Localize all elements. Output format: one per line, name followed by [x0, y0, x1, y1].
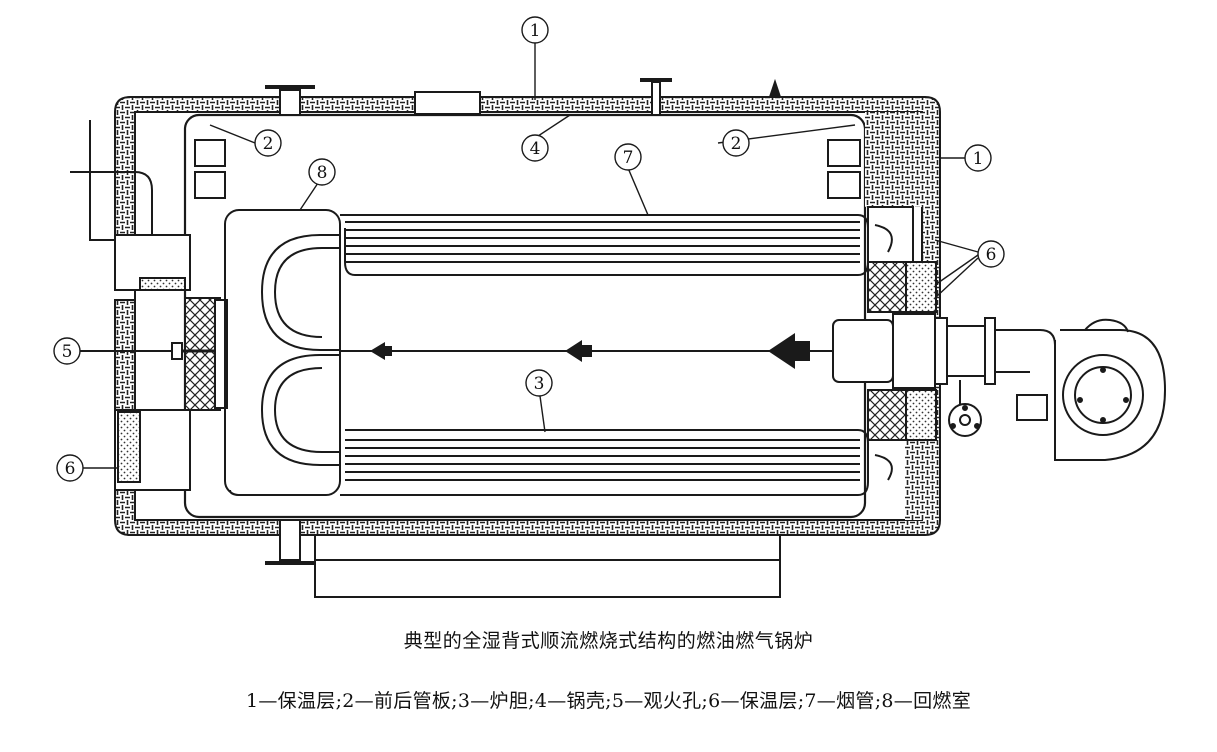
svg-text:3: 3: [534, 374, 545, 394]
callout-2-left: 2: [254, 129, 282, 157]
callout-6-right: 6: [977, 240, 1005, 268]
callout-1-top: 1: [521, 16, 549, 44]
burner-assembly: [832, 313, 1056, 437]
svg-text:8: 8: [317, 163, 328, 183]
upper-return-loop: [260, 234, 340, 351]
callouts: 1 2 4 2 1 8 7 6: [53, 16, 1005, 482]
callout-4: 4: [521, 134, 549, 162]
flow-arrow-large: [768, 333, 810, 369]
burner-fan: [1054, 318, 1167, 461]
svg-text:6: 6: [986, 245, 997, 265]
reversal-chamber: [224, 209, 341, 496]
callout-5: 5: [53, 337, 81, 365]
top-nozzles: [265, 78, 782, 116]
lower-flue-tubes: [340, 429, 869, 496]
right-insulation-band-lower: [905, 440, 935, 520]
lower-return-loop: [260, 354, 340, 466]
callout-leaders: [83, 40, 979, 469]
svg-text:6: 6: [65, 459, 76, 479]
svg-text:1: 1: [973, 149, 984, 169]
callout-2-right: 2: [722, 129, 750, 157]
rear-tube-plate: [827, 139, 861, 199]
figure-legend: 1—保温层;2—前后管板;3—炉胆;4—锅壳;5—观火孔;6—保温层;7—烟管;…: [245, 690, 972, 712]
callout-8: 8: [308, 158, 336, 186]
svg-text:4: 4: [530, 139, 541, 159]
svg-text:2: 2: [263, 134, 274, 154]
figure-title: 典型的全湿背式顺流燃烧式结构的燃油燃气锅炉: [403, 630, 814, 652]
left-flue-duct: [70, 120, 153, 270]
boiler-diagram: 1 2 4 2 1 8 7 6: [53, 16, 1167, 598]
flow-arrow-small: [370, 342, 392, 360]
right-insulation-band: [865, 112, 935, 207]
callout-6-left: 6: [56, 454, 84, 482]
svg-text:1: 1: [530, 21, 541, 41]
callout-1-right: 1: [964, 144, 992, 172]
svg-text:7: 7: [623, 148, 634, 168]
callout-7: 7: [614, 143, 642, 171]
upper-flue-tubes: [340, 214, 869, 276]
svg-text:5: 5: [62, 342, 73, 362]
callout-3: 3: [525, 369, 553, 397]
right-insulation-blocks: [867, 206, 937, 481]
base-frame: [265, 519, 781, 598]
front-tube-plate: [194, 139, 226, 199]
flow-arrow-medium: [565, 340, 592, 362]
svg-text:2: 2: [731, 134, 742, 154]
